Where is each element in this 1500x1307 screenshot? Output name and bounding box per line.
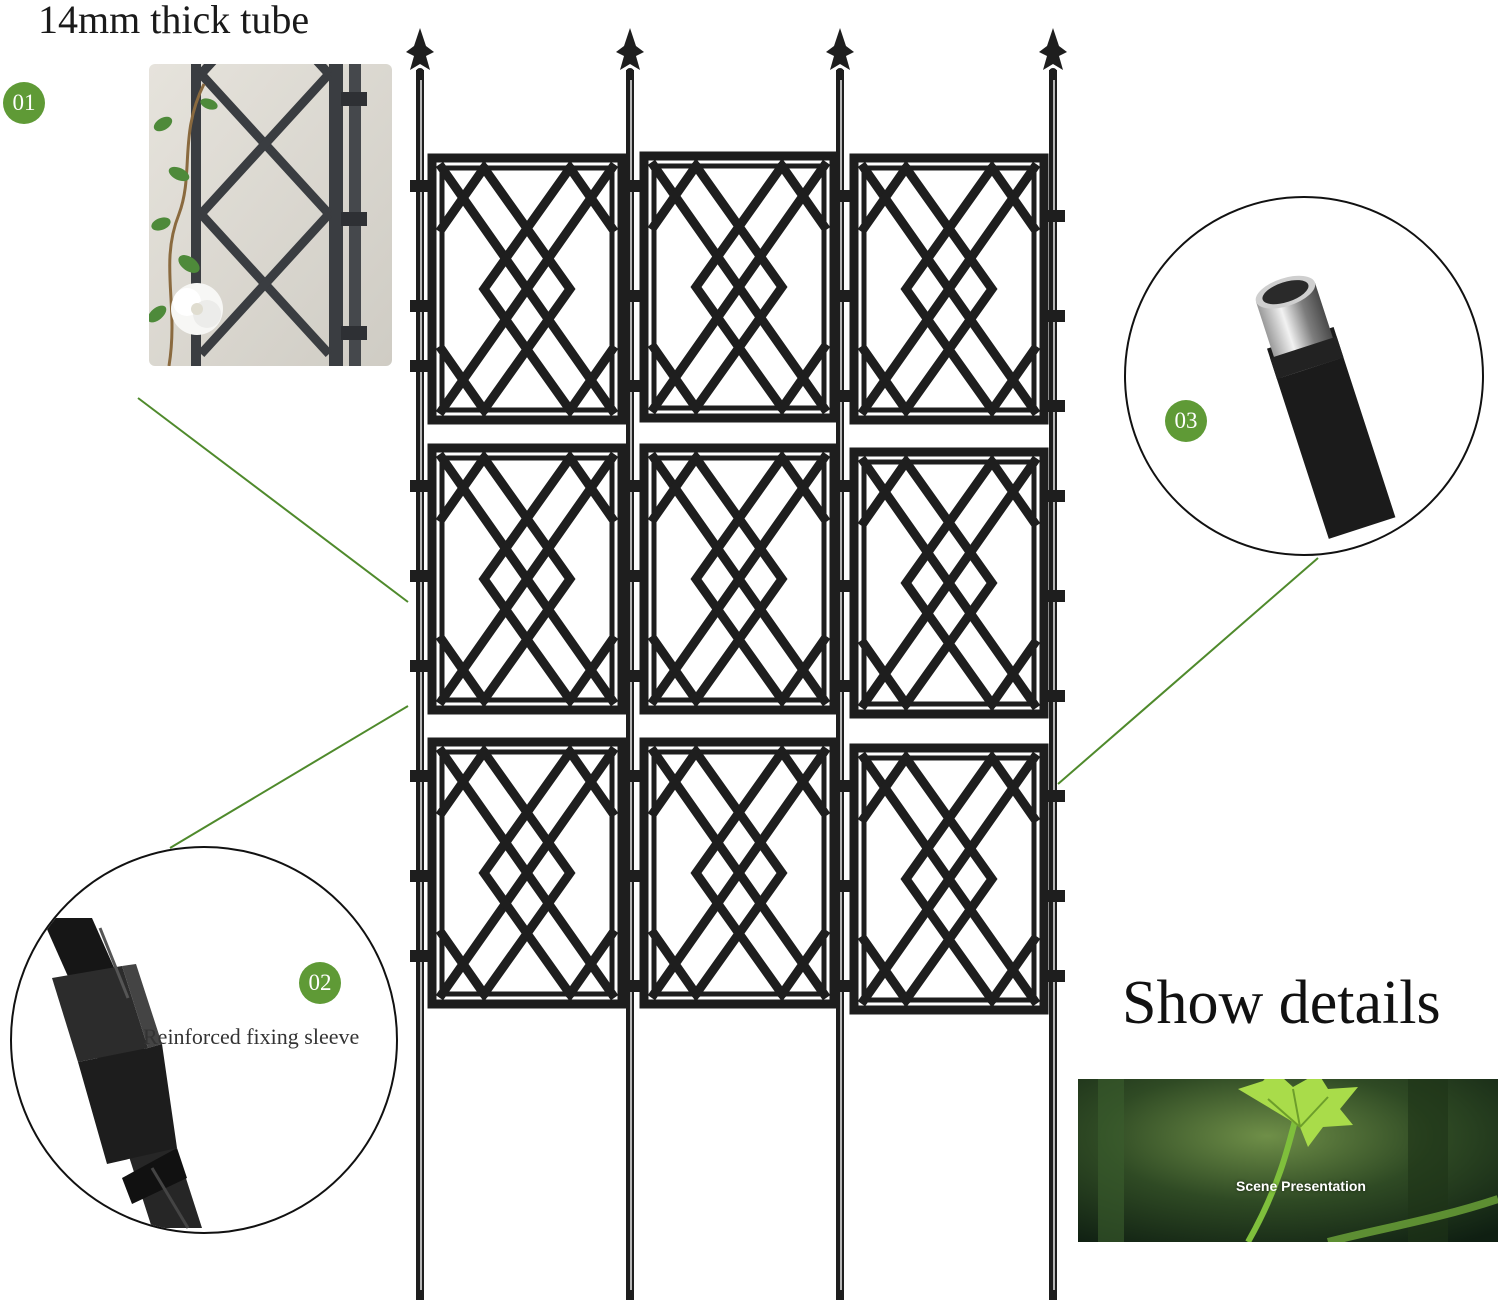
white-flower-icon bbox=[171, 283, 223, 335]
leader-line-03 bbox=[1057, 557, 1319, 785]
fixing-sleeve-detail-circle bbox=[10, 846, 398, 1234]
badge-01: 01 bbox=[3, 82, 45, 124]
show-details-heading: Show details bbox=[1122, 969, 1441, 1037]
leaf-icon bbox=[1238, 1079, 1358, 1147]
metal-tube-icon bbox=[1255, 275, 1396, 539]
badge-02: 02 bbox=[299, 962, 341, 1004]
scene-presentation-label: Scene Presentation bbox=[1236, 1178, 1366, 1194]
trellis-closeup-photo bbox=[149, 64, 392, 366]
tube-thickness-label: 14mm thick tube bbox=[38, 0, 310, 42]
trellis-main-illustration bbox=[406, 28, 1067, 1300]
scene-presentation-photo: Scene Presentation bbox=[1078, 1079, 1498, 1242]
sleeve-label: Reinforced fixing sleeve bbox=[143, 1024, 360, 1049]
leader-line-02 bbox=[169, 705, 409, 849]
trellis-panel-icon bbox=[432, 156, 1044, 1010]
leader-line-01 bbox=[137, 397, 409, 603]
finial-icon bbox=[406, 28, 1067, 76]
sleeve-connector-icon bbox=[42, 918, 202, 1229]
badge-03: 03 bbox=[1165, 400, 1207, 442]
tube-end-detail-circle bbox=[1124, 196, 1484, 556]
